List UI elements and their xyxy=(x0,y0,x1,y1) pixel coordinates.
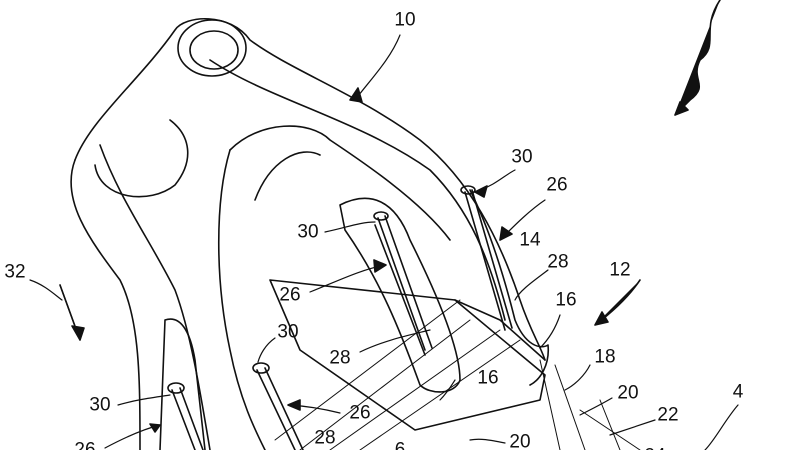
arm-outline xyxy=(74,18,546,361)
construction-lines xyxy=(274,299,641,450)
bushing-outer xyxy=(177,19,247,77)
ref-label-4: 4 xyxy=(732,381,744,403)
bushing-inner xyxy=(189,30,239,70)
ref-label-28: 28 xyxy=(547,251,569,273)
ref-label-18: 18 xyxy=(594,346,616,368)
bolt-left xyxy=(256,367,304,450)
ref-label-28: 28 xyxy=(329,347,351,369)
ref-label-16: 16 xyxy=(477,367,499,389)
ref-label-26: 26 xyxy=(546,174,568,196)
ref-label-22: 22 xyxy=(657,404,679,426)
ref-label-10: 10 xyxy=(394,9,416,31)
ref-label-20: 20 xyxy=(617,382,639,404)
ref-label-32: 32 xyxy=(4,261,26,283)
ref-label-30: 30 xyxy=(89,394,111,416)
flange xyxy=(469,189,550,386)
ref-label-16: 16 xyxy=(555,289,577,311)
bolt-upper-right xyxy=(464,189,513,331)
arm-mid-leg xyxy=(218,149,266,450)
block-side xyxy=(454,299,546,361)
ref-label-30: 30 xyxy=(297,221,319,243)
bolt-far-left xyxy=(171,387,204,450)
ref-label-20: 20 xyxy=(509,431,531,450)
arrows xyxy=(59,0,721,433)
ref-label-28: 28 xyxy=(314,427,336,449)
ref-label-26: 26 xyxy=(349,402,371,424)
ref-label-24: 24 xyxy=(644,447,665,450)
ref-label-6: 6 xyxy=(394,439,406,450)
ref-label-30: 30 xyxy=(511,146,533,168)
arm-cutout xyxy=(94,119,189,198)
ref-label-26: 26 xyxy=(74,439,96,450)
arm-inner-edge xyxy=(209,59,506,321)
arm-arch-inner xyxy=(254,151,321,201)
ref-label-12: 12 xyxy=(609,259,631,281)
ref-label-14: 14 xyxy=(519,229,541,251)
pad-left xyxy=(159,318,206,450)
ref-label-30: 30 xyxy=(277,321,299,343)
pad-upper-slot xyxy=(374,224,426,356)
arm-left-leg xyxy=(70,159,141,450)
bolt-mid xyxy=(377,215,433,351)
pad-upper xyxy=(339,197,461,393)
arm-left-leg-inner xyxy=(99,144,211,450)
arm-arch xyxy=(229,125,451,241)
ref-label-26: 26 xyxy=(279,284,301,306)
